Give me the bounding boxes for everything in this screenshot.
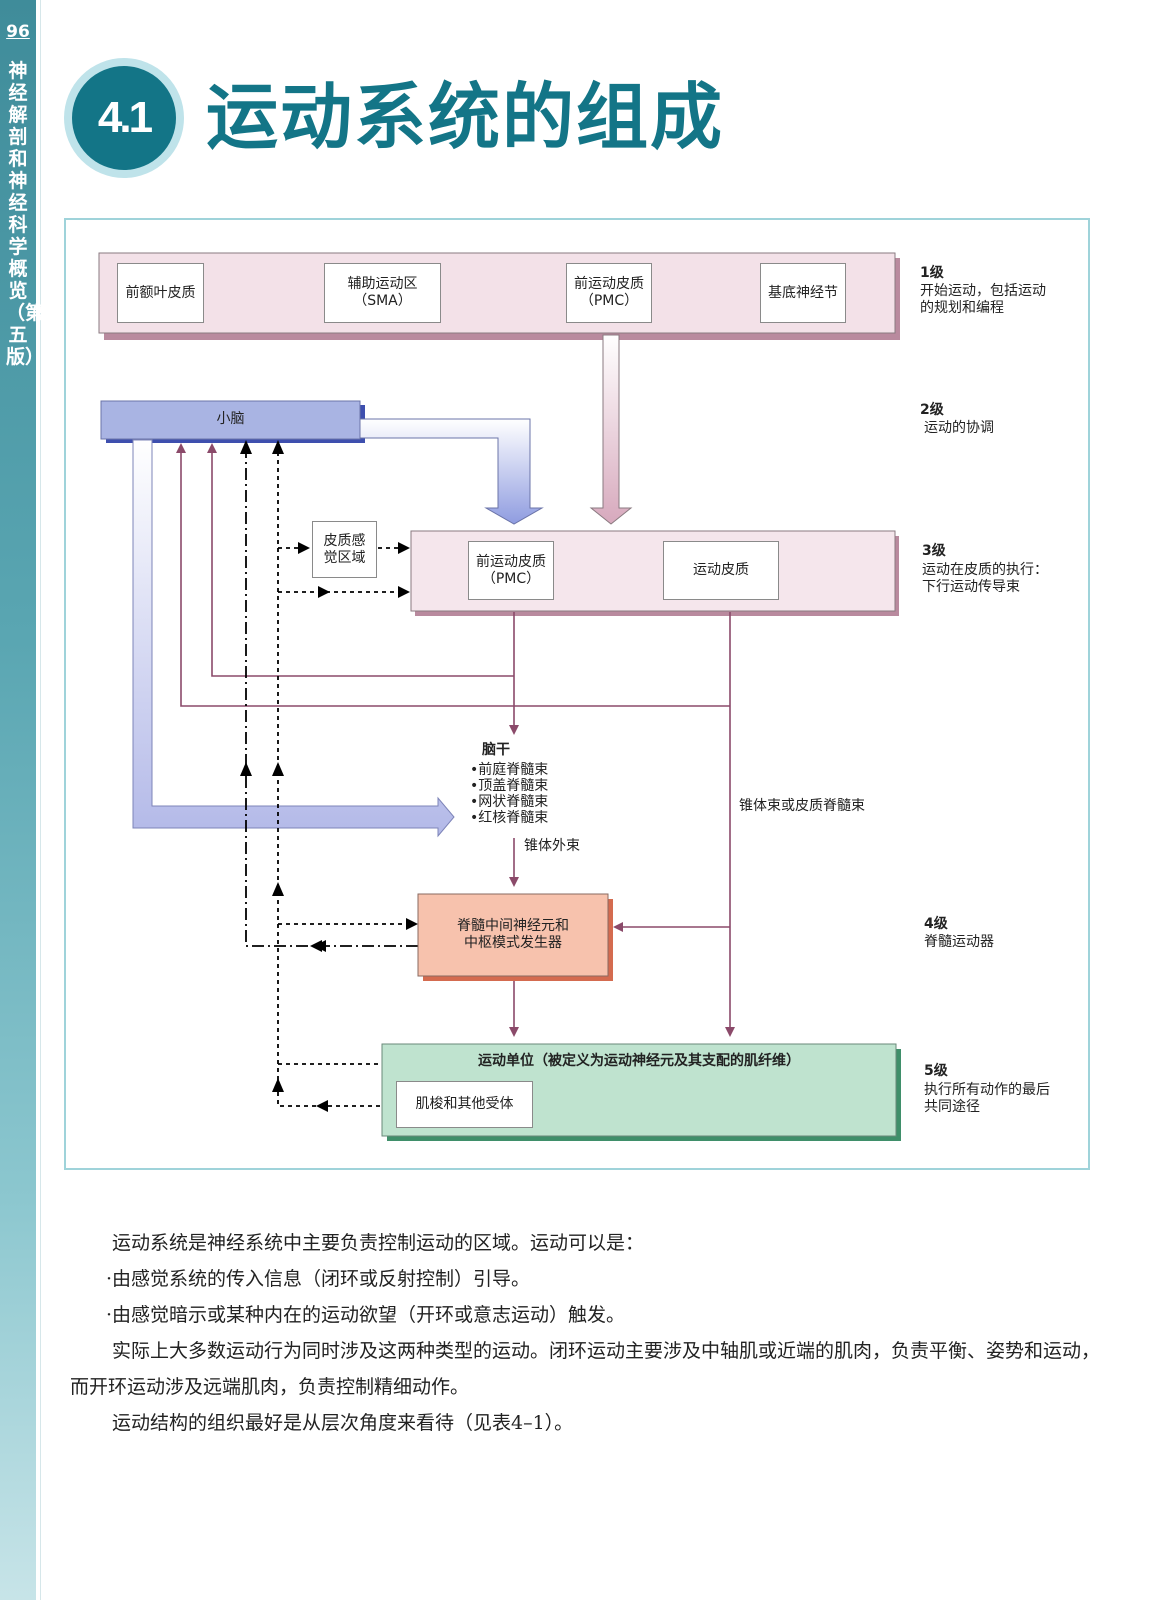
extrapyramidal-label: 锥体外束	[524, 838, 580, 854]
level4-desc: 脊髓运动器	[924, 934, 994, 950]
sma-box: 辅助运动区 （SMA）	[324, 263, 441, 323]
level1-title: 1级	[920, 265, 944, 281]
level3-desc: 运动在皮质的执行： 下行运动传导束	[922, 562, 1048, 595]
cerebellum-to-level3-arrow	[359, 418, 544, 525]
cerebellum-to-brainstem-arrow	[132, 439, 455, 838]
level5-desc: 执行所有动作的最后 共同途径	[924, 1082, 1050, 1115]
level1-desc: 开始运动，包括运动 的规划和编程	[920, 283, 1046, 316]
cortex-feedback-lines	[176, 443, 730, 707]
brainstem-title: 脑干	[482, 742, 510, 758]
body-bullet-1: ·由感觉系统的传入信息（闭环或反射控制）引导。	[106, 1268, 531, 1290]
body-paragraph-1: 运动系统是神经系统中主要负责控制运动的区域。运动可以是：	[112, 1232, 645, 1254]
motor-unit-label: 运动单位（被定义为运动神经元及其支配的肌纤维）	[478, 1053, 800, 1069]
level3-title: 3级	[922, 543, 946, 559]
descending-paths	[509, 612, 735, 1037]
cerebellum-label: 小脑	[216, 411, 245, 427]
level2-title: 2级	[920, 402, 944, 418]
pyramidal-tract-label: 锥体束或皮质脊髓束	[739, 798, 865, 814]
body-paragraph-3: 运动结构的组织最好是从层次角度来看待（见表4–1）。	[112, 1412, 574, 1434]
spinal-interneurons-label: 脊髓中间神经元和 中枢模式发生器	[457, 918, 569, 951]
section-title: 运动系统的组成	[206, 75, 725, 159]
book-title: 神经解剖和神经科学概览（第五版）	[6, 60, 45, 368]
section-badge: 4.1	[64, 58, 184, 178]
spinal-to-cerebellum-dashdot	[245, 448, 418, 952]
side-strip	[0, 0, 36, 1600]
section-number: 4.1	[72, 66, 176, 170]
level2-desc: 运动的协调	[924, 420, 994, 436]
diagram-frame	[64, 218, 1090, 1170]
body-text: 运动系统是神经系统中主要负责控制运动的区域。运动可以是： ·由感觉系统的传入信息…	[70, 1225, 1110, 1441]
dashdot-arrow-up-2	[240, 762, 252, 776]
dashdot-arrow-left	[314, 940, 326, 952]
body-paragraph-2: 实际上大多数运动行为同时涉及这两种类型的运动。闭环运动主要涉及中轴肌或近端的肌肉…	[70, 1340, 1101, 1398]
page-number: 96	[6, 22, 30, 42]
premotor-cortex-box-l3: 前运动皮质 （PMC）	[468, 541, 554, 600]
level1-to-level3-arrow	[589, 334, 633, 525]
brainstem-tract-4: •红核脊髓束	[470, 810, 549, 826]
motor-cortex-box: 运动皮质	[663, 541, 779, 600]
side-divider	[40, 0, 41, 1600]
level5-title: 5级	[924, 1063, 948, 1079]
brainstem-tract-3: •网状脊髓束	[470, 794, 549, 810]
brainstem-tract-1: •前庭脊髓束	[470, 762, 549, 778]
level4-box-shape	[417, 893, 613, 981]
prefrontal-cortex-box: 前额叶皮质	[117, 263, 204, 323]
sensory-cortex-box: 皮质感 觉区域	[312, 521, 377, 578]
motor-system-diagram	[98, 252, 901, 1141]
premotor-cortex-box-l1: 前运动皮质 （PMC）	[566, 263, 652, 323]
level5-box-shape	[381, 1043, 901, 1141]
body-bullet-2: ·由感觉暗示或某种内在的运动欲望（开环或意志运动）触发。	[106, 1304, 626, 1326]
dashdot-arrow-up-1	[240, 440, 252, 454]
muscle-spindle-box: 肌梭和其他受体	[396, 1081, 533, 1128]
cerebellum-bar	[100, 400, 365, 443]
basal-ganglia-box: 基底神经节	[760, 263, 846, 323]
brainstem-tract-2: •顶盖脊髓束	[470, 778, 549, 794]
level4-title: 4级	[924, 916, 948, 932]
